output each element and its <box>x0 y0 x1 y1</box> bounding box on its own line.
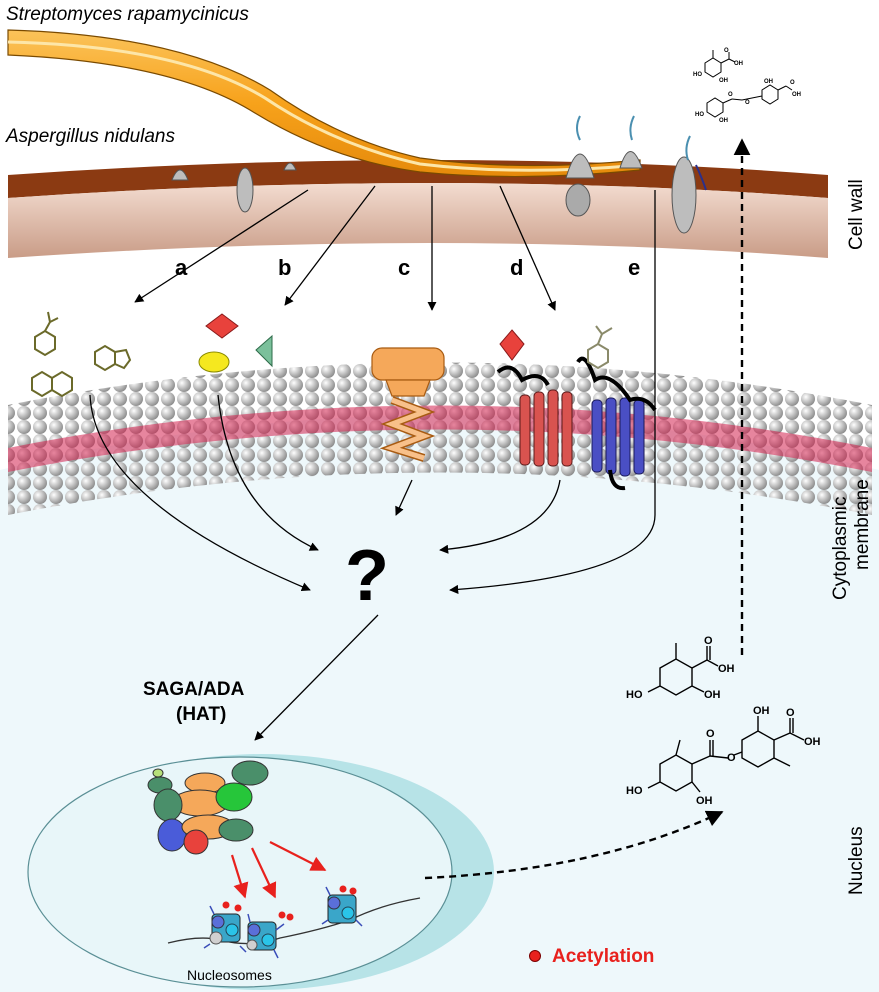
ligand-diamond <box>499 329 525 361</box>
aromatic-compounds <box>31 311 132 398</box>
arrow-e <box>449 190 656 594</box>
saga-label-line1: SAGA/ADA <box>143 679 245 700</box>
lecanoric-acid-structure: O O OH O OH HO OH <box>626 705 821 807</box>
atom-o-small: O <box>724 48 729 54</box>
atom-o: O <box>706 728 715 740</box>
atom-oh-small: OH <box>734 61 743 67</box>
pathway-b-signals <box>198 313 273 373</box>
pathway-label-c: c <box>398 255 410 280</box>
atom-o: O <box>704 635 713 647</box>
cell-wall <box>8 160 828 258</box>
atom-ho-small: HO <box>693 72 702 78</box>
arrow-a <box>134 189 309 303</box>
nucleosome-3 <box>327 885 357 924</box>
atom-o-small: O <box>728 92 733 98</box>
pathway-arrows <box>134 185 656 594</box>
pathway-label-a: a <box>175 255 188 280</box>
bacterium-label: Streptomyces rapamycinicus <box>6 4 249 25</box>
nucleus-label: Nucleus <box>846 826 867 895</box>
orsellinic-acid-structure: O OH HO OH <box>626 635 735 701</box>
atom-ho-small: HO <box>695 112 704 118</box>
red-receptor <box>496 365 573 467</box>
arrow-b-to-mediator <box>217 394 319 551</box>
secreted-molecules: O OH HO OH O O OH O OH HO OH <box>693 48 801 124</box>
membrane-label-line1: Cytoplasmic <box>830 497 851 600</box>
nucleosome-2 <box>246 911 294 951</box>
dashed-arrow-to-products <box>424 810 724 880</box>
arrow-d-to-mediator <box>439 479 561 554</box>
transmembrane-sensor <box>371 347 445 462</box>
bacterium-hypha <box>7 29 641 178</box>
atom-oh-small: OH <box>719 118 728 124</box>
arrow-a-to-mediator <box>89 394 311 592</box>
atom-oh: OH <box>704 689 721 701</box>
atom-oh-small: OH <box>764 79 773 85</box>
membrane-label-line2: membrane <box>852 479 873 570</box>
bacterium-highlight <box>7 40 641 172</box>
atom-oh-small: OH <box>792 92 801 98</box>
dna-strand <box>167 897 421 945</box>
aromatic-ligand-d <box>587 325 613 370</box>
atom-oh: OH <box>696 795 713 807</box>
arrow-to-saga <box>254 614 379 741</box>
atom-oh: OH <box>804 736 821 748</box>
pathway-label-b: b <box>278 255 291 280</box>
acetylation-arrows <box>230 841 327 899</box>
cytoplasmic-membrane <box>8 362 872 515</box>
atom-ho: HO <box>626 785 643 797</box>
acetylation-marker-icon <box>529 950 541 962</box>
cell-wall-label: Cell wall <box>846 179 867 250</box>
atom-o: O <box>786 707 795 719</box>
nucleosomes-label: Nucleosomes <box>187 967 272 983</box>
acetylation-legend-label: Acetylation <box>552 946 654 967</box>
arrow-c-to-mediator <box>395 479 413 516</box>
atom-o: O <box>727 752 736 764</box>
arrow-b <box>284 185 376 306</box>
pathway-label-e: e <box>628 255 640 280</box>
glycan-chains <box>576 115 707 191</box>
nucleosomes <box>203 885 363 959</box>
atom-o-small: O <box>790 80 795 86</box>
saga-label-line2: (HAT) <box>176 704 226 725</box>
unknown-mediator: ? <box>345 536 389 616</box>
saga-complex <box>147 760 269 855</box>
atom-oh-small: OH <box>719 78 728 84</box>
legend: Acetylation <box>529 946 654 967</box>
atom-oh: OH <box>753 705 770 717</box>
atom-o-small: O <box>745 100 750 106</box>
atom-oh: OH <box>718 663 735 675</box>
pathway-label-d: d <box>510 255 523 280</box>
atom-ho: HO <box>626 689 643 701</box>
arrow-d <box>499 185 556 311</box>
wall-proteins <box>171 151 697 234</box>
nucleosome-1 <box>209 901 242 945</box>
blue-receptor <box>576 356 657 491</box>
nucleus <box>27 754 494 990</box>
fungus-label: Aspergillus nidulans <box>5 126 175 147</box>
